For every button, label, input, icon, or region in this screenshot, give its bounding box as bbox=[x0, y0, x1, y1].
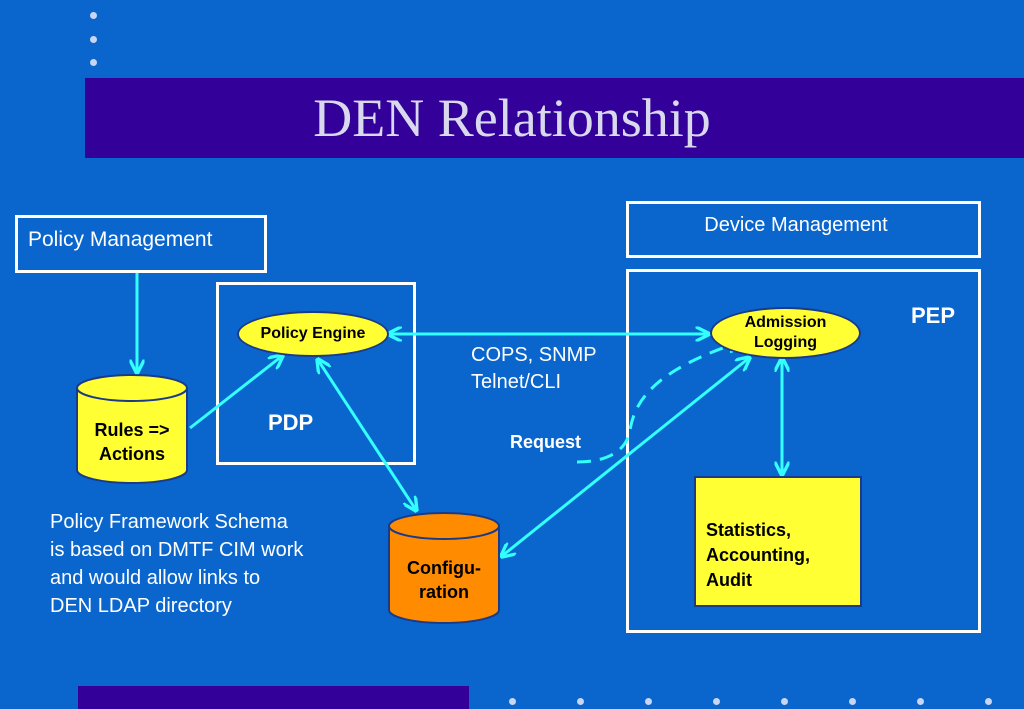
logging-label: Logging bbox=[753, 334, 818, 351]
pdp-label: PDP bbox=[268, 410, 314, 435]
configuration-text: Configu- ration bbox=[389, 540, 499, 620]
decor-dot bbox=[713, 698, 720, 705]
policy-framework-note: Policy Framework Schema is based on DMTF… bbox=[50, 508, 303, 620]
device-management-label: Device Management bbox=[704, 214, 888, 236]
policy-engine-label: Policy Engine bbox=[260, 325, 366, 342]
decor-dot bbox=[849, 698, 856, 705]
config-line2: ration bbox=[418, 582, 469, 602]
configuration-cylinder bbox=[388, 512, 500, 624]
config-text-block: Configu- ration bbox=[407, 556, 481, 605]
policy-management-label: Policy Management bbox=[28, 228, 213, 251]
config-line1: Configu- bbox=[407, 557, 481, 578]
admission-logging-text: Admission Logging bbox=[745, 313, 827, 353]
arrow-rules-to-engine bbox=[189, 356, 282, 430]
request-label: Request bbox=[510, 432, 582, 452]
rules-line1: Rules => bbox=[94, 419, 170, 440]
decor-dot bbox=[577, 698, 584, 705]
bottom-bar bbox=[78, 686, 469, 709]
request-dashed-arrow bbox=[576, 342, 740, 464]
protocols-label: COPS, SNMP Telnet/CLI bbox=[471, 342, 597, 396]
admission-label: Admission bbox=[744, 314, 827, 331]
decor-dot bbox=[90, 36, 97, 43]
arrow-engine-config bbox=[318, 360, 416, 510]
policy-management-box bbox=[15, 215, 267, 273]
note-line3: and would allow links to bbox=[50, 567, 261, 589]
protocols-line1: COPS, SNMP bbox=[471, 344, 597, 366]
decor-dot bbox=[90, 59, 97, 66]
title-bar bbox=[85, 78, 1024, 158]
note-line4: DEN LDAP directory bbox=[50, 595, 232, 617]
policy-engine-node: Policy Engine bbox=[237, 311, 389, 357]
decor-dot bbox=[90, 12, 97, 19]
stats-line1: Statistics, bbox=[706, 520, 792, 540]
arrow-config-admission bbox=[502, 358, 749, 556]
note-line1: Policy Framework Schema bbox=[50, 511, 288, 533]
device-management-box bbox=[626, 201, 981, 258]
decor-dot bbox=[645, 698, 652, 705]
rules-cylinder bbox=[76, 374, 188, 484]
pep-label: PEP bbox=[911, 303, 956, 328]
decor-dot bbox=[917, 698, 924, 705]
decor-dot bbox=[781, 698, 788, 705]
decor-dot bbox=[509, 698, 516, 705]
admission-logging-node: Admission Logging bbox=[710, 307, 861, 359]
protocols-line2: Telnet/CLI bbox=[471, 371, 562, 393]
rules-text: Rules => Actions bbox=[77, 402, 187, 482]
rules-text-block: Rules => Actions bbox=[94, 418, 169, 467]
stats-line3: Audit bbox=[706, 570, 752, 591]
rules-line2: Actions bbox=[98, 444, 165, 464]
decor-dot bbox=[985, 698, 992, 705]
page-title: DEN Relationship bbox=[313, 88, 711, 148]
note-line2: is based on DMTF CIM work bbox=[50, 539, 304, 561]
statistics-box: Statistics, Accounting, Audit bbox=[694, 476, 862, 607]
stats-line2: Accounting, bbox=[706, 545, 810, 566]
